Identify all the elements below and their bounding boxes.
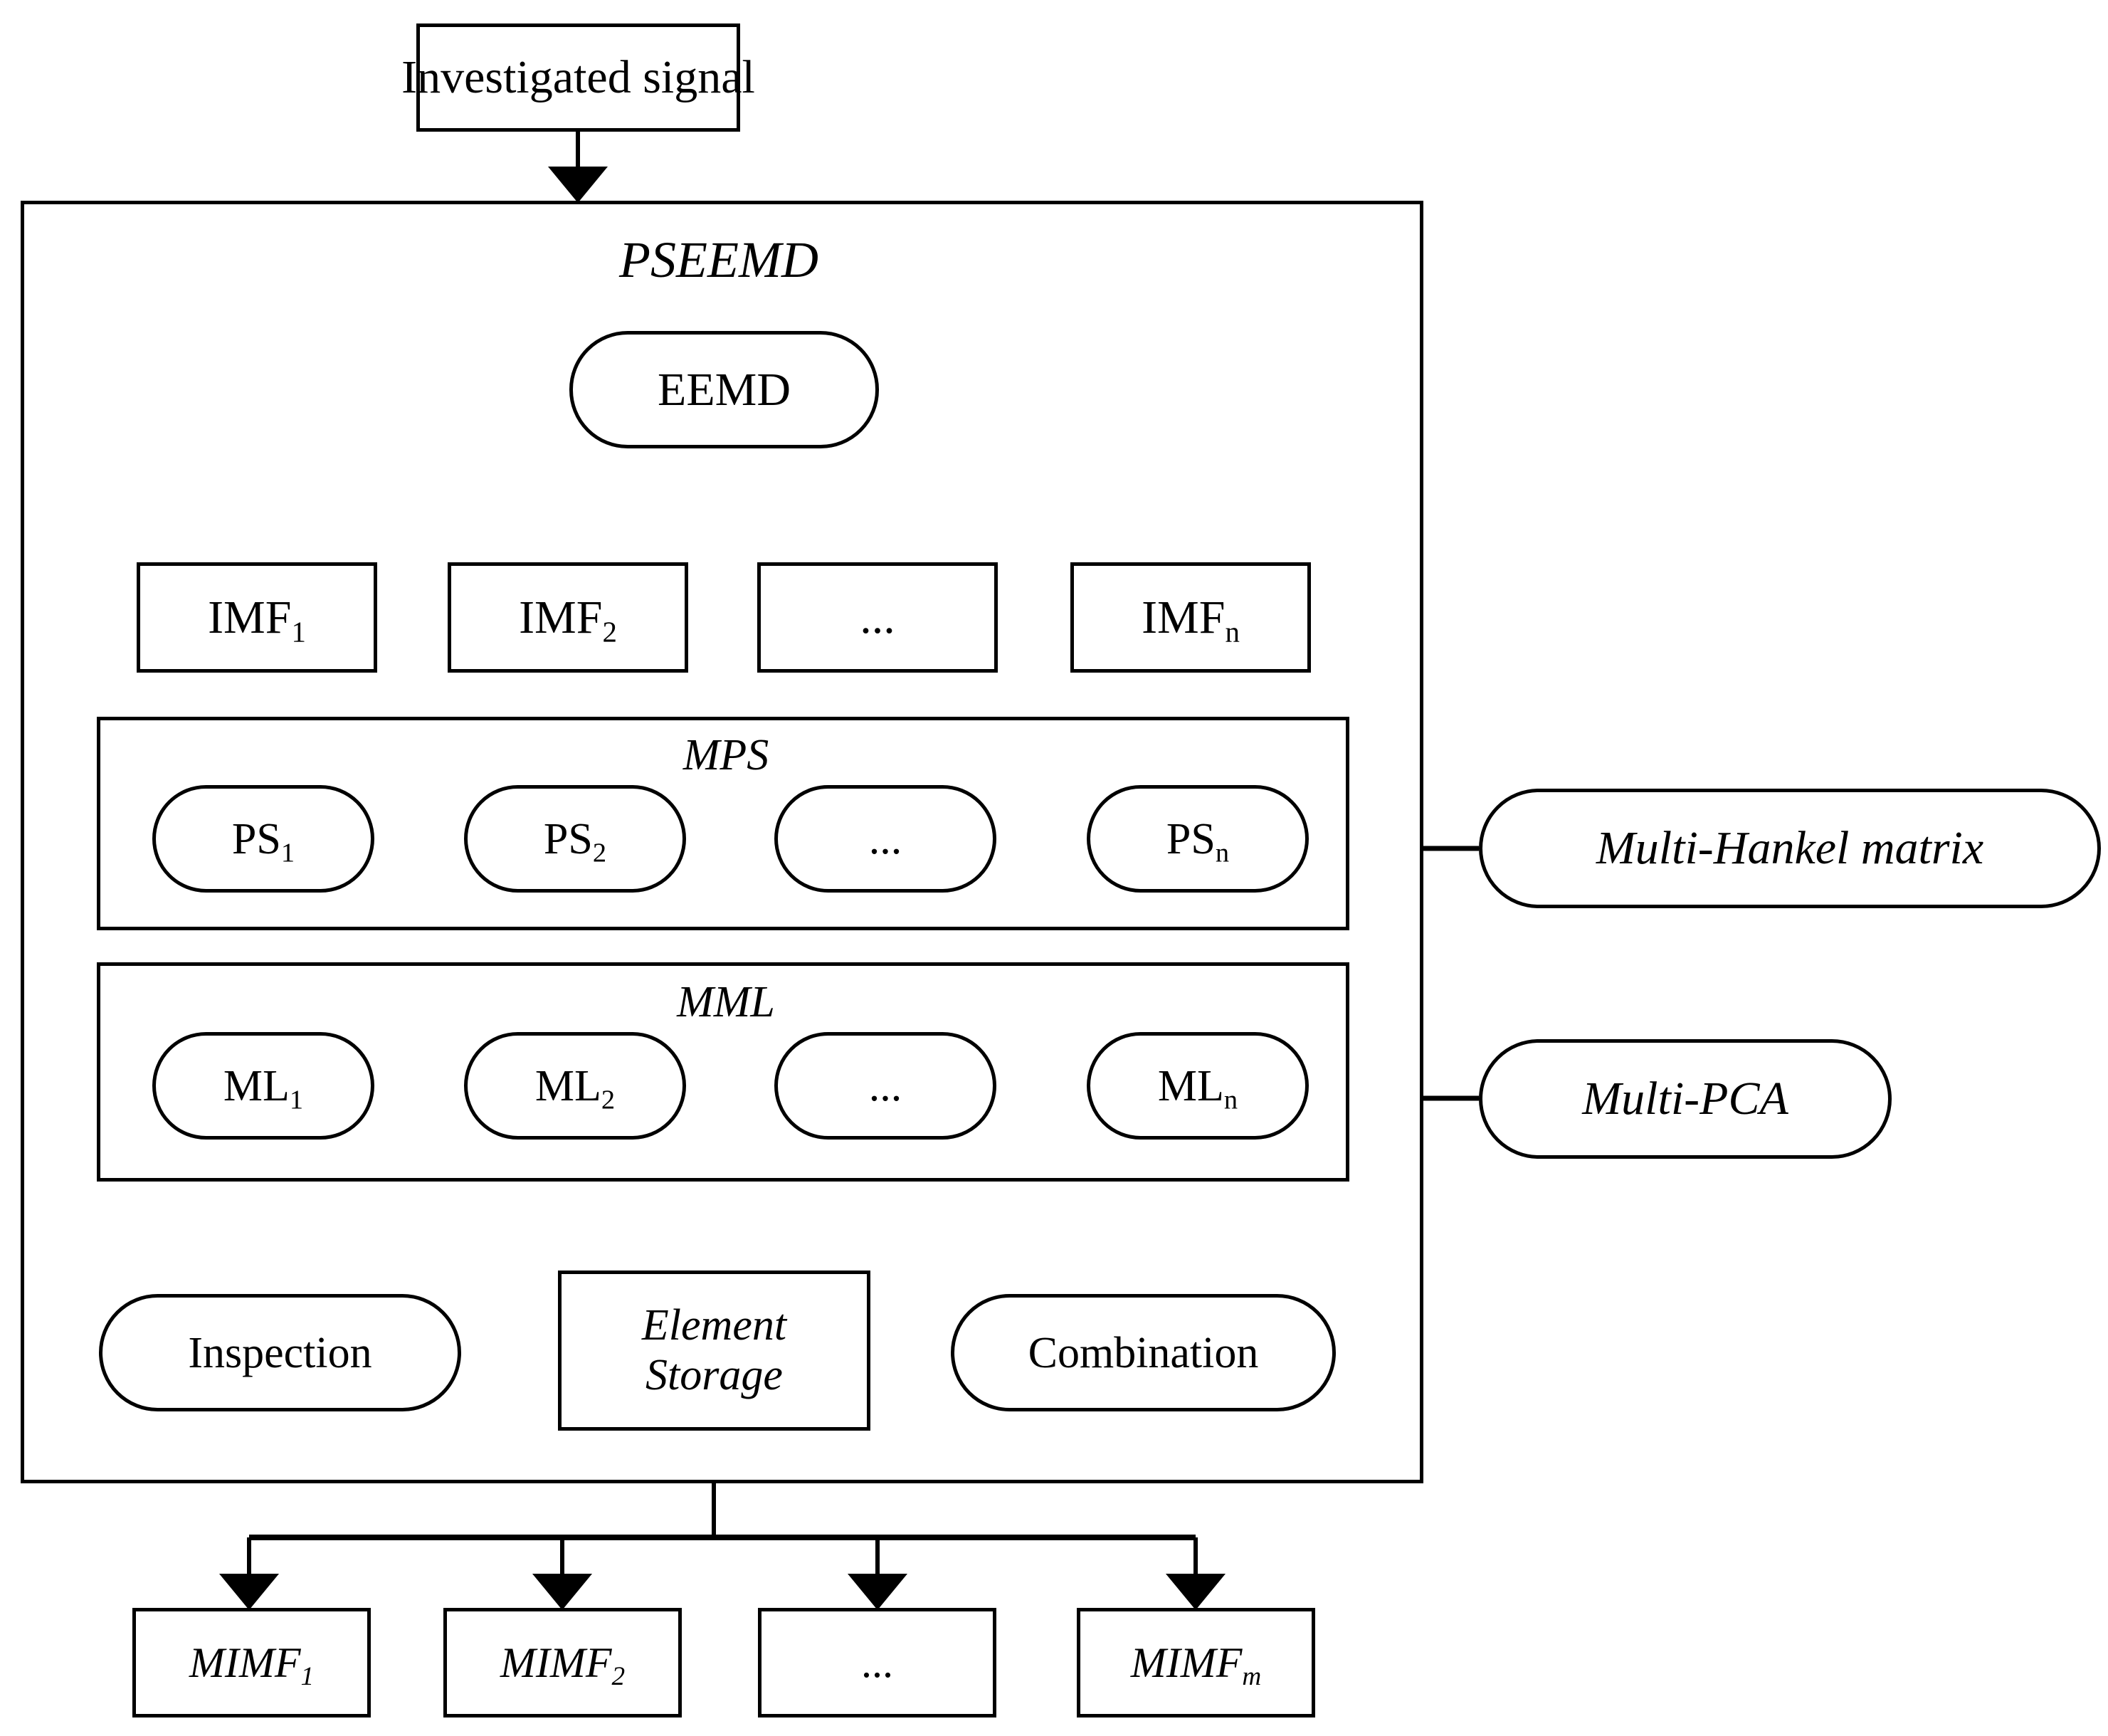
ml-label-1: ML1 [223,1061,304,1115]
multi-pca-node[interactable]: Multi-PCA [1479,1039,1892,1159]
ml-node-2[interactable]: ML2 [464,1032,686,1140]
investigated-signal-label: Investigated signal [401,51,755,103]
investigated-signal-box[interactable]: Investigated signal [401,23,755,132]
imf-box-2[interactable]: IMF2 [448,562,688,673]
eemd-node[interactable]: EEMD [569,331,879,448]
ps-label-2: PS2 [543,814,607,868]
ps-label-n: PSn [1166,814,1230,868]
ml-node-1[interactable]: ML1 [152,1032,374,1140]
ps-node-2[interactable]: PS2 [464,785,686,893]
element-storage-box[interactable]: Element Storage [558,1271,870,1431]
mimf-label-2: MIMF2 [500,1639,626,1692]
ps-label-1: PS1 [231,814,295,868]
pseemd-title: PSEEMD [619,231,818,288]
multi-hankel-matrix-node[interactable]: Multi-Hankel matrix [1479,789,2101,908]
combination-node[interactable]: Combination [951,1294,1336,1411]
ps-node-n[interactable]: PSn [1087,785,1309,893]
ps-label-ellipsis: ... [868,814,902,863]
ps-node-1[interactable]: PS1 [152,785,374,893]
imf-box-1[interactable]: IMF1 [137,562,377,673]
mml-title: MML [677,978,775,1026]
mimf-label-1: MIMF1 [189,1639,315,1692]
ml-label-ellipsis: ... [868,1061,902,1110]
inspection-node[interactable]: Inspection [99,1294,461,1411]
mimf-box-1[interactable]: MIMF1 [132,1608,371,1717]
multi-pca-label: Multi-PCA [1582,1073,1788,1125]
imf-label-2: IMF2 [519,591,617,648]
ml-label-n: MLn [1157,1061,1238,1115]
mimf-box-ellipsis[interactable]: ... [758,1608,996,1717]
inspection-label: Inspection [188,1328,372,1377]
imf-label-ellipsis: ... [860,591,895,643]
imf-label-1: IMF1 [208,591,306,648]
combination-label: Combination [1028,1328,1259,1377]
ml-node-ellipsis[interactable]: ... [774,1032,996,1140]
eemd-label: EEMD [658,363,791,416]
mimf-label-ellipsis: ... [861,1639,893,1686]
mimf-box-2[interactable]: MIMF2 [443,1608,682,1717]
imf-box-n[interactable]: IMFn [1070,562,1311,673]
ml-node-n[interactable]: MLn [1087,1032,1309,1140]
ml-label-2: ML2 [534,1061,616,1115]
imf-label-n: IMFn [1142,591,1240,648]
ps-node-ellipsis[interactable]: ... [774,785,996,893]
element-storage-label: Element Storage [641,1301,787,1399]
multi-hankel-matrix-label: Multi-Hankel matrix [1596,822,1984,874]
mimf-box-m[interactable]: MIMFm [1077,1608,1315,1717]
mimf-label-m: MIMFm [1130,1639,1262,1692]
mps-title: MPS [683,731,769,779]
imf-box-ellipsis[interactable]: ... [757,562,998,673]
